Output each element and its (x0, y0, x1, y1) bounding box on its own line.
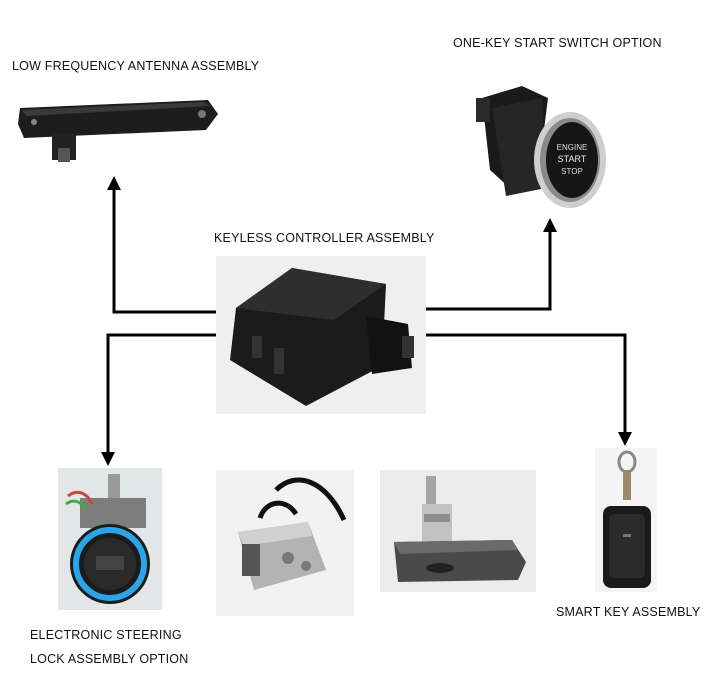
arrowhead-start-switch (543, 218, 557, 232)
smart-key-image (595, 448, 657, 592)
arrowhead-smart-key (618, 432, 632, 446)
arrow-to-start-switch (425, 230, 552, 311)
steering-lock-label-line1: ELECTRONIC STEERING (30, 628, 182, 642)
arrowhead-steering-lock (101, 452, 115, 466)
button-text-line1: ENGINE (557, 143, 588, 152)
antenna-image (18, 100, 218, 162)
steering-lock-label-line2: LOCK ASSEMBLY OPTION (30, 652, 189, 666)
arrowhead-antenna (107, 176, 121, 190)
start-switch-label: ONE-KEY START SWITCH OPTION (453, 36, 662, 50)
start-switch-image: ENGINE START STOP (476, 86, 606, 208)
controller-label: KEYLESS CONTROLLER ASSEMBLY (214, 231, 435, 245)
button-text-line3: STOP (561, 167, 583, 176)
button-text-line2: START (558, 154, 587, 164)
antenna-label: LOW FREQUENCY ANTENNA ASSEMBLY (12, 59, 260, 73)
arrow-to-antenna (112, 188, 217, 314)
controller-image (216, 256, 426, 414)
steering-lock-image-2 (216, 470, 354, 616)
steering-lock-image-3 (380, 470, 536, 592)
arrow-to-smart-key (425, 333, 627, 434)
steering-lock-image-1 (58, 468, 162, 610)
arrow-to-steering-lock (106, 333, 217, 455)
smart-key-label: SMART KEY ASSEMBLY (556, 605, 701, 619)
